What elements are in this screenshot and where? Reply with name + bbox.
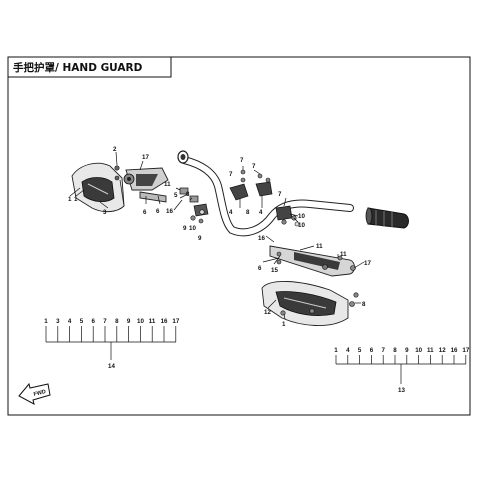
- callout: 3: [103, 209, 107, 216]
- callout: 5: [174, 192, 178, 199]
- callout: 7: [240, 157, 244, 164]
- callout: 17: [142, 154, 149, 161]
- callout: 17: [364, 260, 371, 267]
- callout: 2: [113, 146, 117, 153]
- callout: 7: [252, 163, 256, 170]
- callout: 10: [189, 225, 196, 232]
- left-hand-guard: [71, 162, 125, 213]
- assembly-number: 14: [108, 363, 115, 370]
- legend-item-number: 8: [115, 318, 119, 325]
- callout: 11: [316, 243, 323, 250]
- right-bracket: [269, 245, 356, 277]
- callout: 7: [229, 171, 233, 178]
- fwd-arrow-icon: FWD: [18, 382, 51, 405]
- diagram-title: 手把护罩/ HAND GUARD: [13, 61, 143, 74]
- callout: 10: [298, 213, 305, 220]
- legend-item-number: 6: [92, 318, 96, 325]
- legend-item-number: 3: [56, 318, 60, 325]
- callout: 11: [164, 181, 171, 188]
- callout: 8: [186, 191, 190, 198]
- legend-item-number: 10: [415, 347, 422, 354]
- legend-item-number: 4: [68, 318, 72, 325]
- callout: 16: [258, 235, 265, 242]
- legend-item-number: 1: [334, 347, 338, 354]
- callout: 8: [362, 301, 366, 308]
- right-clamp-parts: [275, 205, 300, 227]
- callout: 15: [271, 267, 278, 274]
- leader-lines: [69, 151, 365, 320]
- callout: 1: [74, 196, 78, 203]
- legend-item-number: 5: [80, 318, 84, 325]
- legend-item-number: 1: [44, 318, 48, 325]
- legend-item-number: 12: [439, 347, 446, 354]
- legend-item-number: 4: [346, 347, 350, 354]
- callout: 1: [68, 196, 72, 203]
- left-bracket: [114, 165, 169, 203]
- right-hand-guard: [261, 280, 359, 327]
- legend-item-number: 10: [137, 318, 144, 325]
- callout: 4: [229, 209, 233, 216]
- legend-item-number: 6: [370, 347, 374, 354]
- callout: 10: [298, 222, 305, 229]
- callout: 6: [258, 265, 262, 272]
- legend-item-number: 16: [451, 347, 458, 354]
- callout: 6: [143, 209, 147, 216]
- callout: 1: [282, 321, 286, 328]
- legend-item-number: 8: [393, 347, 397, 354]
- assembly-number: 13: [398, 387, 405, 394]
- callout: 12: [264, 309, 271, 316]
- callout: 16: [166, 208, 173, 215]
- legend-item-number: 16: [161, 318, 168, 325]
- center-clamps: [229, 169, 273, 201]
- left-clamp-parts: [179, 187, 209, 224]
- legend-item-number: 9: [405, 347, 409, 354]
- legend-item-number: 7: [382, 347, 386, 354]
- legend-item-number: 17: [462, 347, 469, 354]
- legend-item-number: 5: [358, 347, 362, 354]
- callout: 4: [259, 209, 263, 216]
- legend-item-number: 11: [427, 347, 434, 354]
- legend-item-number: 9: [127, 318, 131, 325]
- callout: 9: [183, 225, 187, 232]
- callout: 7: [278, 191, 282, 198]
- diagram-frame: [7, 56, 471, 416]
- legend-item-number: 11: [149, 318, 156, 325]
- fwd-label: FWD: [33, 389, 47, 398]
- legend-item-number: 17: [172, 318, 179, 325]
- legend-item-number: 7: [103, 318, 107, 325]
- callout-labels: 1 1 3 6 2 17 11 6 16 5 8 9 10 9 7 7 7 4 …: [68, 146, 371, 328]
- callout: 8: [246, 209, 250, 216]
- handlebar-grip: [365, 207, 409, 229]
- callout: 6: [156, 208, 160, 215]
- callout: 9: [198, 235, 202, 242]
- title-box: [7, 56, 172, 78]
- callout: 11: [340, 251, 347, 258]
